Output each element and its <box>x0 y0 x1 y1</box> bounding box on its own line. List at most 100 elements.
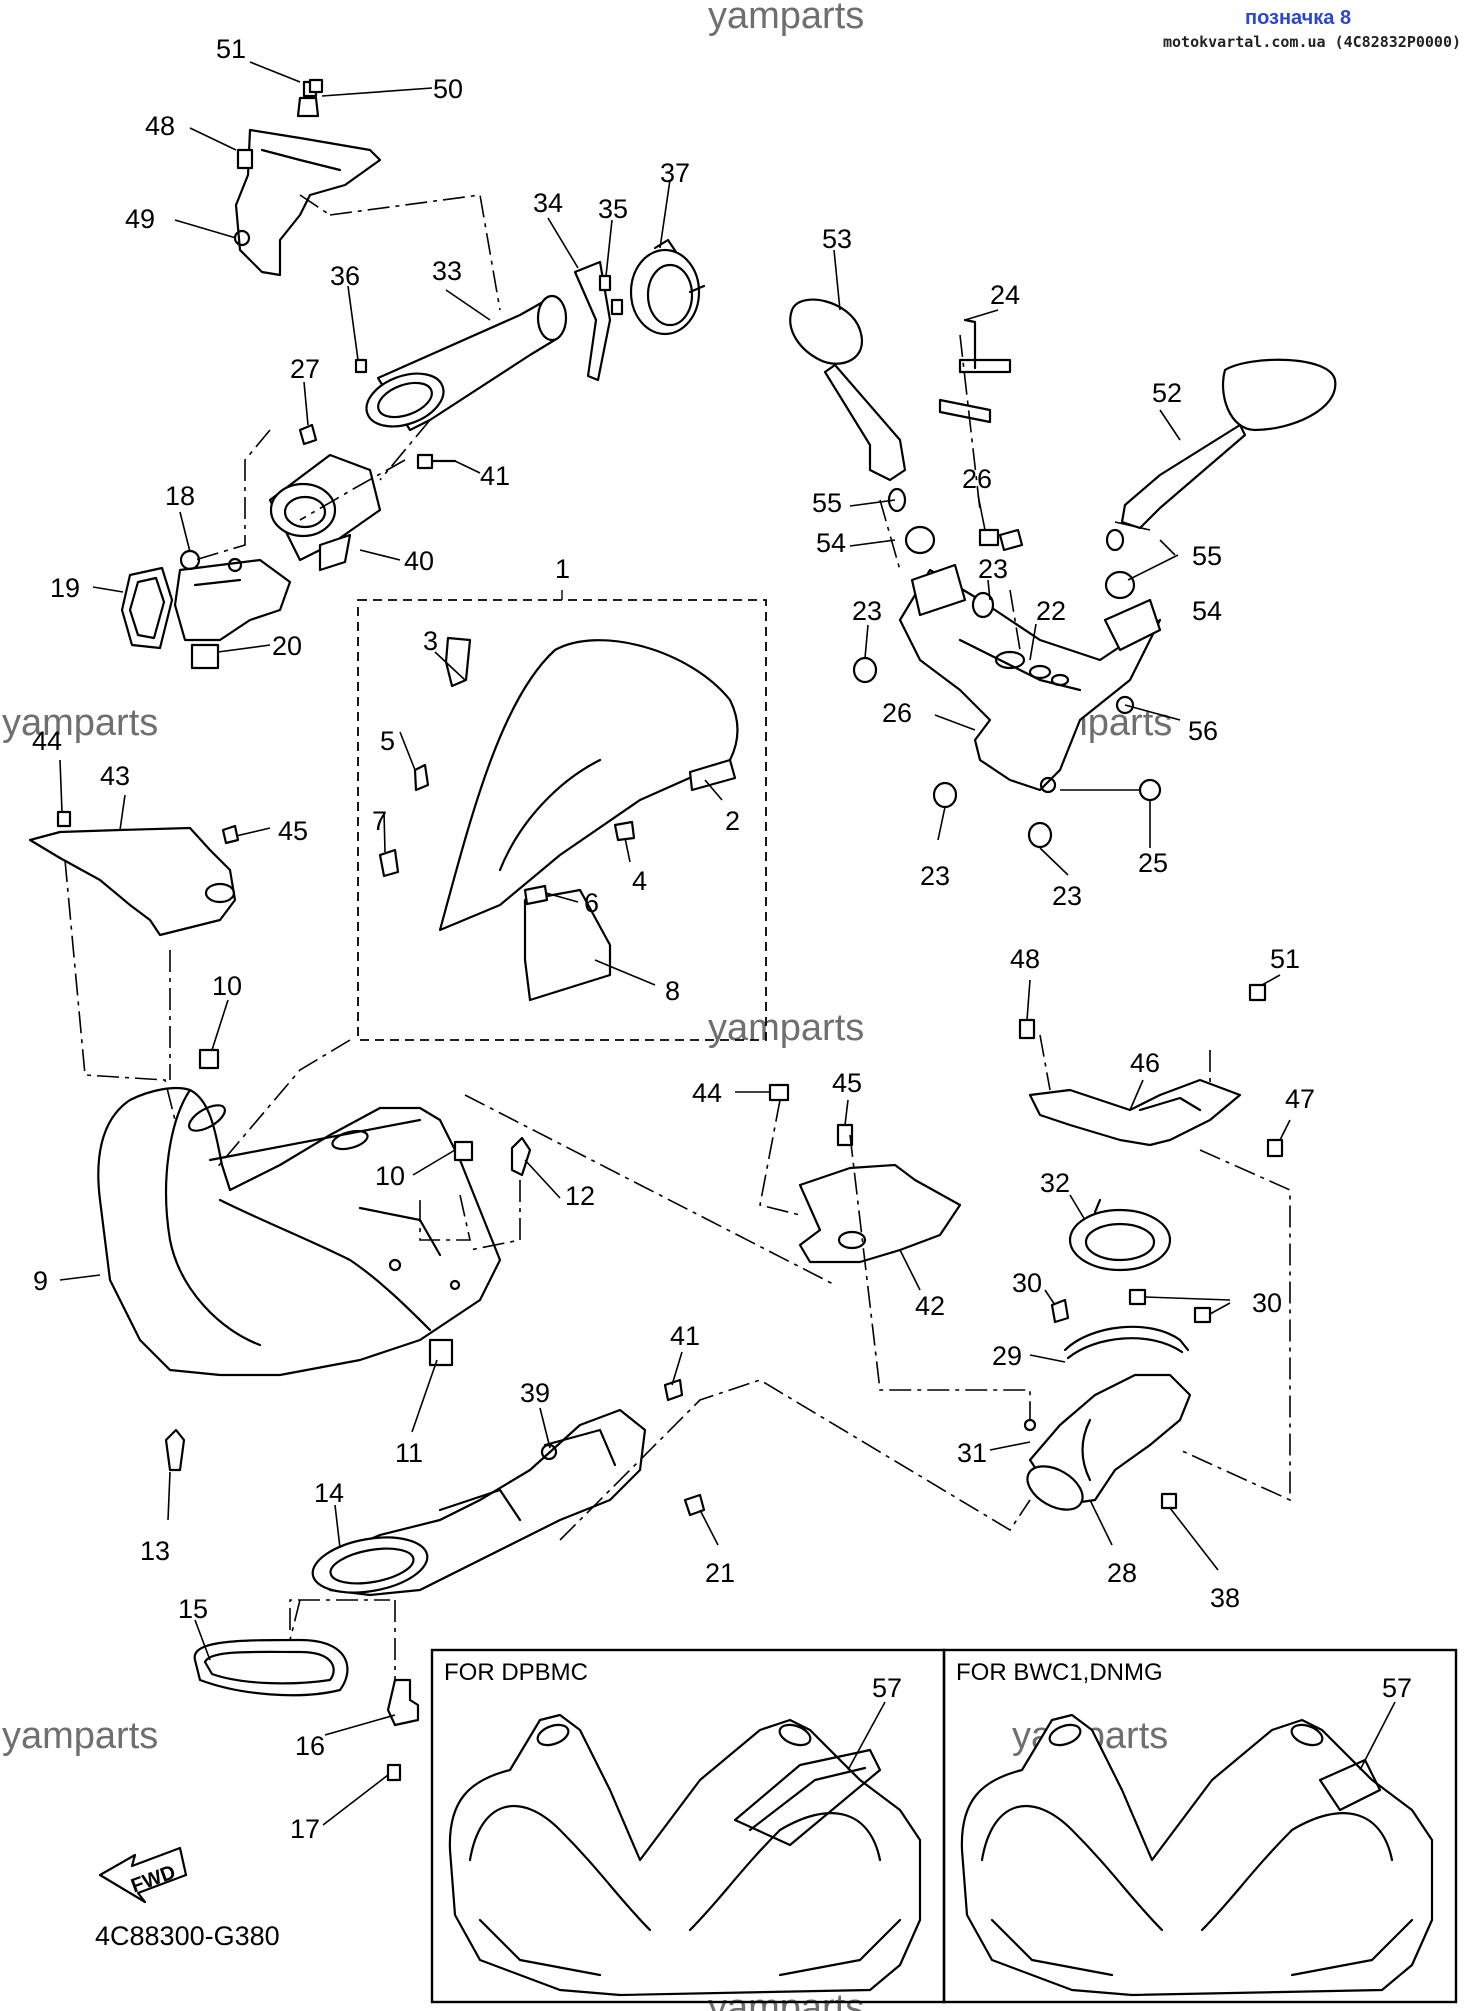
callout-11: 11 <box>395 1438 423 1468</box>
callout-23-lower-right: 23 <box>1052 881 1082 911</box>
callout-53: 53 <box>822 224 852 254</box>
callout-12: 12 <box>565 1181 595 1211</box>
callout-50: 50 <box>433 74 463 104</box>
callout-38: 38 <box>1210 1583 1240 1613</box>
variant-box-bwc1-dnmg: FOR BWC1,DNMG <box>942 1648 1458 2004</box>
assembly-lines <box>64 194 1291 1680</box>
callout-21: 21 <box>705 1558 735 1588</box>
forward-arrow-icon: FWD <box>98 1846 188 1904</box>
callout-19: 19 <box>50 573 80 603</box>
callout-31: 31 <box>957 1438 987 1468</box>
callout-20: 20 <box>272 631 302 661</box>
label-designation: позначка 8 <box>1245 7 1351 29</box>
callout-10-upper: 10 <box>212 971 242 1001</box>
variant-title-bwc1-dnmg: FOR BWC1,DNMG <box>956 1659 1163 1686</box>
callout-32: 32 <box>1040 1168 1070 1198</box>
lower-duct-left <box>120 549 292 670</box>
callout-48: 48 <box>145 111 175 141</box>
callout-4: 4 <box>632 866 647 896</box>
callout-22: 22 <box>1036 596 1066 626</box>
callout-41-lower: 41 <box>670 1321 700 1351</box>
callout-46: 46 <box>1130 1048 1160 1078</box>
site-reference: motokvartal.com.ua (4C82832P0000) <box>1163 33 1461 51</box>
callout-55-left: 55 <box>812 488 842 518</box>
callout-30-right: 30 <box>1252 1288 1282 1318</box>
callout-45-center: 45 <box>832 1068 862 1098</box>
callout-42: 42 <box>915 1291 945 1321</box>
callout-35: 35 <box>598 194 628 224</box>
callout-10-lower: 10 <box>375 1161 405 1191</box>
diagram-code: 4C88300-G380 <box>95 1921 280 1951</box>
watermark-center: yamparts <box>708 1007 864 1049</box>
callout-14: 14 <box>314 1478 344 1508</box>
callout-18: 18 <box>165 481 195 511</box>
callout-9: 9 <box>33 1266 48 1296</box>
air-duct-upper <box>354 294 568 432</box>
callout-54-right: 54 <box>1192 596 1222 626</box>
duct-seal-parts <box>573 238 706 382</box>
callout-36: 36 <box>330 261 360 291</box>
fasteners-upper <box>298 78 457 470</box>
callout-48-lower: 48 <box>1010 944 1040 974</box>
callout-43: 43 <box>100 761 130 791</box>
callout-26-lower: 26 <box>882 698 912 728</box>
callout-23-center: 23 <box>978 554 1008 584</box>
callout-39: 39 <box>520 1378 550 1408</box>
lower-air-duct <box>193 1378 706 1782</box>
mirror-left <box>789 298 907 482</box>
callout-56: 56 <box>1188 716 1218 746</box>
callout-13: 13 <box>140 1536 170 1566</box>
callout-23-left: 23 <box>852 596 882 626</box>
callout-28: 28 <box>1107 1558 1137 1588</box>
callout-57-bwc1: 57 <box>1382 1673 1412 1703</box>
inner-panel-left <box>28 810 240 937</box>
callout-26-upper: 26 <box>962 464 992 494</box>
watermark-left-lower: yamparts <box>2 1715 158 1757</box>
callout-45-left: 45 <box>278 816 308 846</box>
callout-23-lower-left: 23 <box>920 861 950 891</box>
callout-1: 1 <box>555 554 570 584</box>
callout-16: 16 <box>295 1731 325 1761</box>
callout-37: 37 <box>660 158 690 188</box>
callout-47: 47 <box>1285 1084 1315 1114</box>
callout-5: 5 <box>380 726 395 756</box>
callout-15: 15 <box>178 1594 208 1624</box>
callout-29: 29 <box>992 1341 1022 1371</box>
callout-51: 51 <box>216 34 246 64</box>
callout-51-lower: 51 <box>1270 944 1300 974</box>
callout-54-left: 54 <box>816 528 846 558</box>
watermark-top: yamparts <box>708 0 864 37</box>
callout-17: 17 <box>290 1814 320 1844</box>
leader-lines <box>59 61 1291 1826</box>
callout-49: 49 <box>125 204 155 234</box>
callout-2: 2 <box>725 806 740 836</box>
variant-title-dpbmc: FOR DPBMC <box>444 1659 588 1686</box>
callout-44-left: 44 <box>32 726 62 756</box>
variant-box-dpbmc: FOR DPBMC <box>430 1648 946 2004</box>
windscreen <box>378 636 739 1002</box>
callout-57-dpbmc: 57 <box>872 1673 902 1703</box>
callout-8: 8 <box>665 976 680 1006</box>
front-cowling <box>97 1048 532 1472</box>
callout-7: 7 <box>372 806 387 836</box>
callout-40: 40 <box>404 546 434 576</box>
callout-25: 25 <box>1138 848 1168 878</box>
callout-44-center: 44 <box>692 1078 722 1108</box>
callout-labels: 51 50 48 49 36 33 34 35 37 53 24 52 27 4… <box>32 34 1412 1844</box>
callout-33: 33 <box>432 256 462 286</box>
air-intake-left <box>268 453 382 572</box>
callout-30-left: 30 <box>1012 1268 1042 1298</box>
duct-seal-right <box>1050 1198 1212 1360</box>
side-bracket-left-upper <box>233 80 382 277</box>
callout-55-right: 55 <box>1192 541 1222 571</box>
callout-41-upper: 41 <box>480 461 510 491</box>
callout-52: 52 <box>1152 378 1182 408</box>
inner-panel-center <box>768 1083 962 1264</box>
callout-24: 24 <box>990 280 1020 310</box>
callout-34: 34 <box>533 188 563 218</box>
air-duct-right <box>1023 1373 1192 1511</box>
side-bracket-right <box>1018 983 1284 1158</box>
callout-3: 3 <box>423 626 438 656</box>
watermark-left-upper: yamparts <box>2 702 158 744</box>
